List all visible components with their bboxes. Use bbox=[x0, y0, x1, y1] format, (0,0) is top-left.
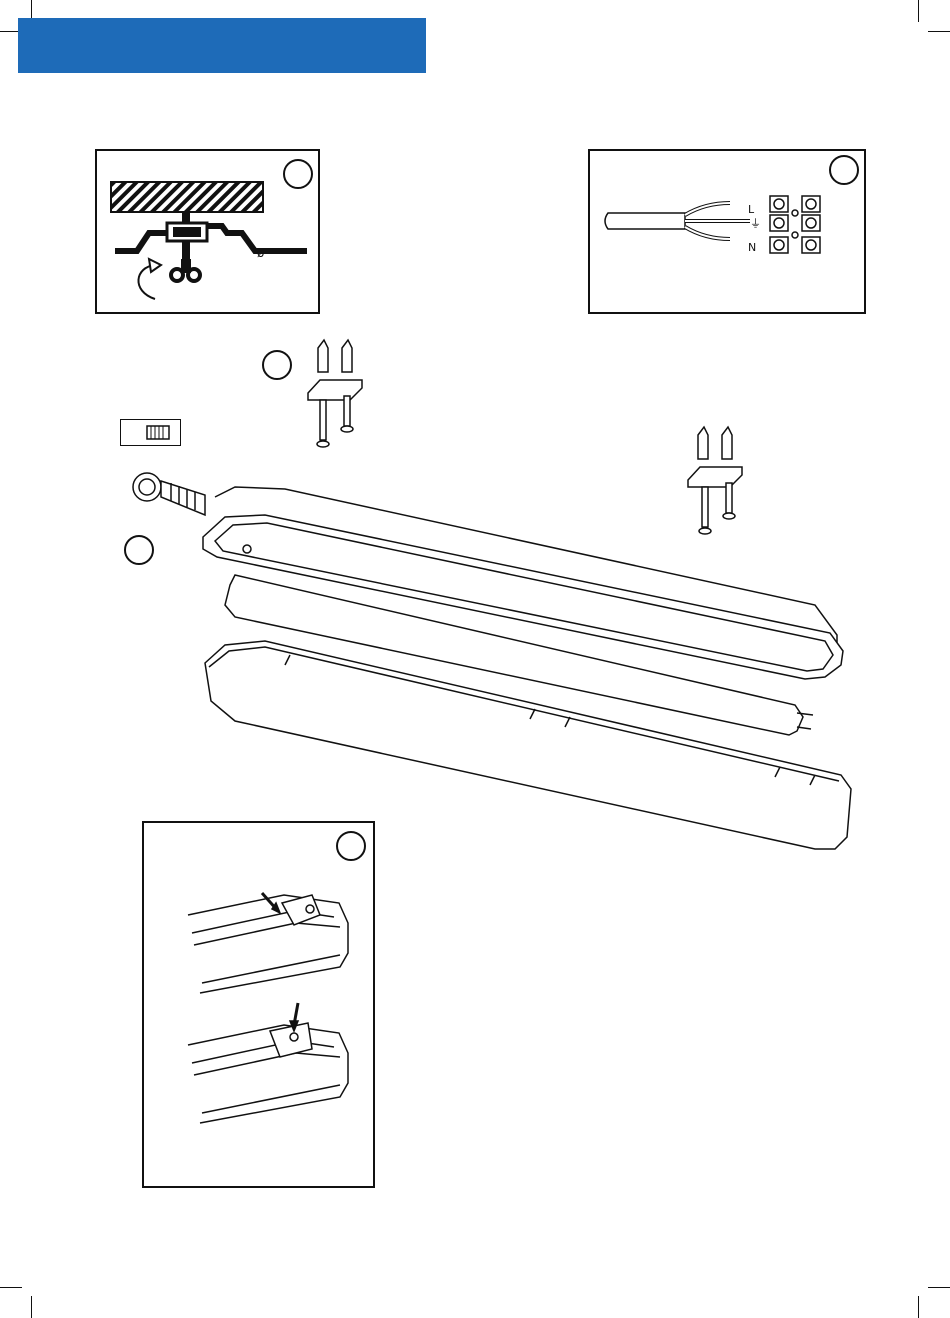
terminal-label-l: L bbox=[748, 203, 755, 216]
wiring-terminal-diagram: L ⏚ N bbox=[590, 151, 864, 312]
terminal-label-earth: ⏚ bbox=[750, 217, 761, 230]
clip-lock-panel bbox=[142, 821, 375, 1188]
crop-mark bbox=[918, 1296, 919, 1318]
diameter-symbol: ø bbox=[257, 246, 264, 260]
ceiling-mount-panel: ø bbox=[95, 149, 320, 314]
cable-gland-icon bbox=[121, 420, 180, 445]
luminaire-exploded-diagram bbox=[125, 465, 855, 855]
terminal-label-n: N bbox=[748, 241, 756, 254]
mounting-bracket-diagram bbox=[300, 338, 370, 453]
ceiling-mount-diagram: ø bbox=[97, 151, 318, 312]
step-marker bbox=[262, 350, 292, 380]
crop-mark bbox=[928, 1287, 950, 1288]
cable-gland-box bbox=[120, 419, 181, 446]
crop-mark bbox=[31, 1296, 32, 1318]
header-banner bbox=[18, 18, 426, 73]
crop-mark bbox=[928, 31, 950, 32]
crop-mark bbox=[0, 1287, 22, 1288]
wiring-panel: L ⏚ N bbox=[588, 149, 866, 314]
crop-mark bbox=[918, 0, 919, 22]
clip-lock-diagram bbox=[144, 823, 373, 1186]
